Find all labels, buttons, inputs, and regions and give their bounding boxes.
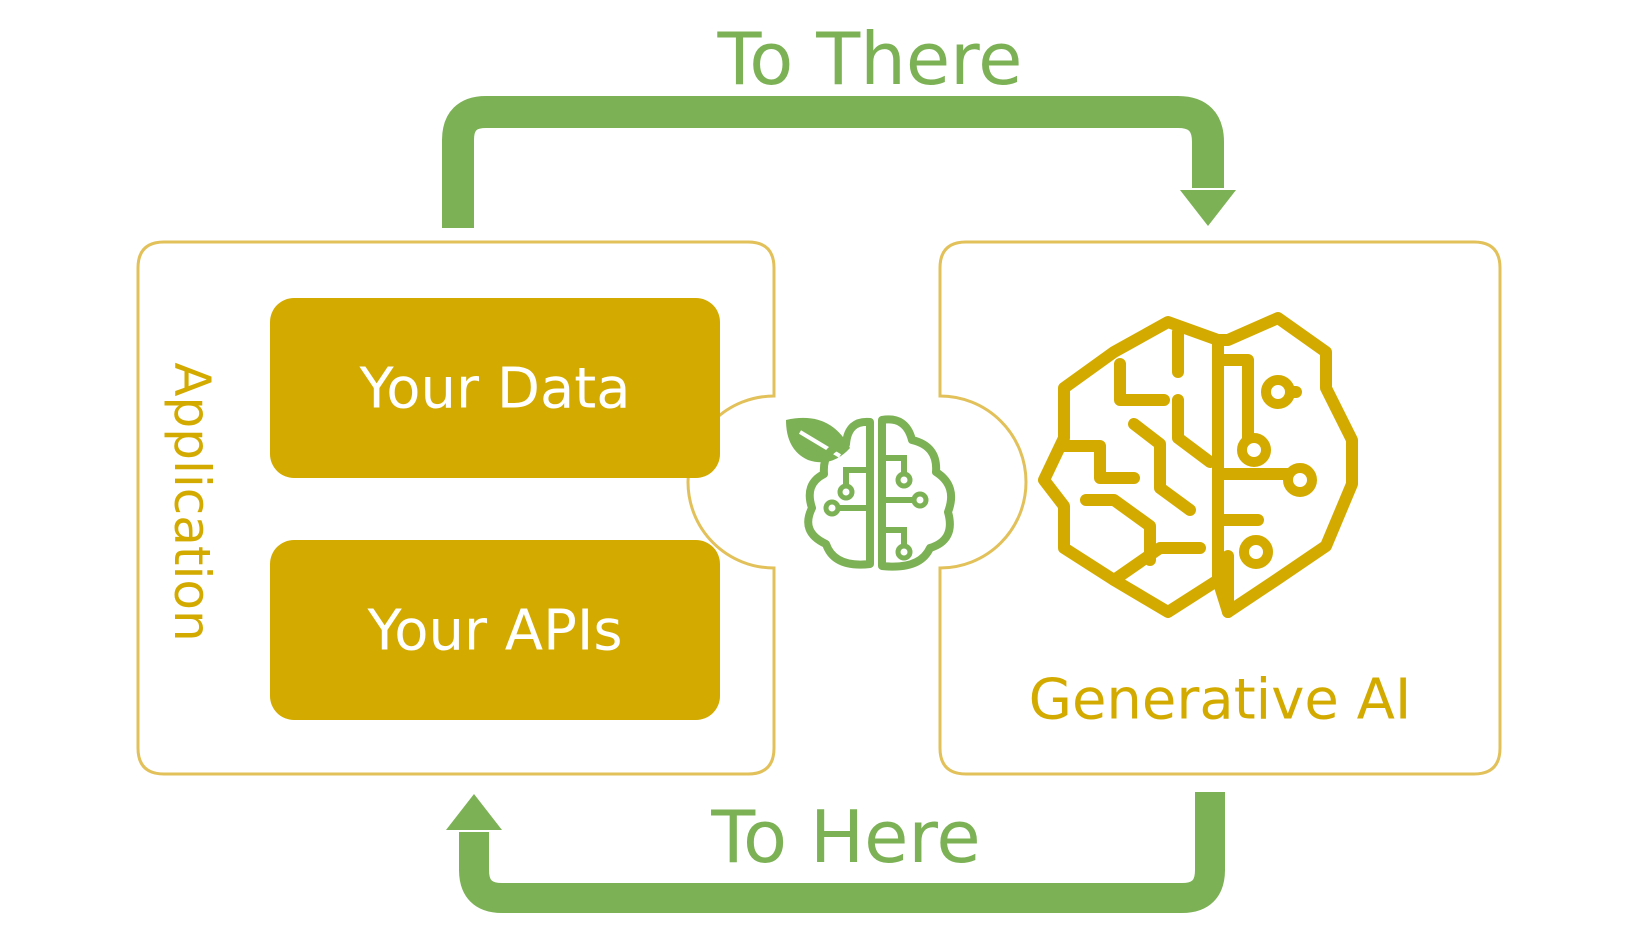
ai-circuit-nodes	[1237, 375, 1317, 569]
application-label: Application	[163, 362, 221, 641]
to-here-label: To Here	[710, 795, 980, 879]
leaf-icon	[786, 417, 850, 463]
your-data-label: Your Data	[358, 357, 630, 422]
your-data-card	[270, 298, 720, 478]
arrow-head-up	[446, 794, 502, 830]
to-there-arrow	[442, 96, 1236, 228]
your-apis-label: Your APIs	[366, 599, 622, 664]
generative-ai-label: Generative AI	[1029, 668, 1412, 733]
your-apis-card	[270, 540, 720, 720]
eco-brain-icon	[786, 415, 955, 571]
ai-brain-circuit-icon	[1038, 312, 1358, 618]
to-there-label: To There	[717, 17, 1023, 101]
to-here-arrow	[446, 792, 1225, 913]
arrow-head-down	[1180, 190, 1236, 226]
